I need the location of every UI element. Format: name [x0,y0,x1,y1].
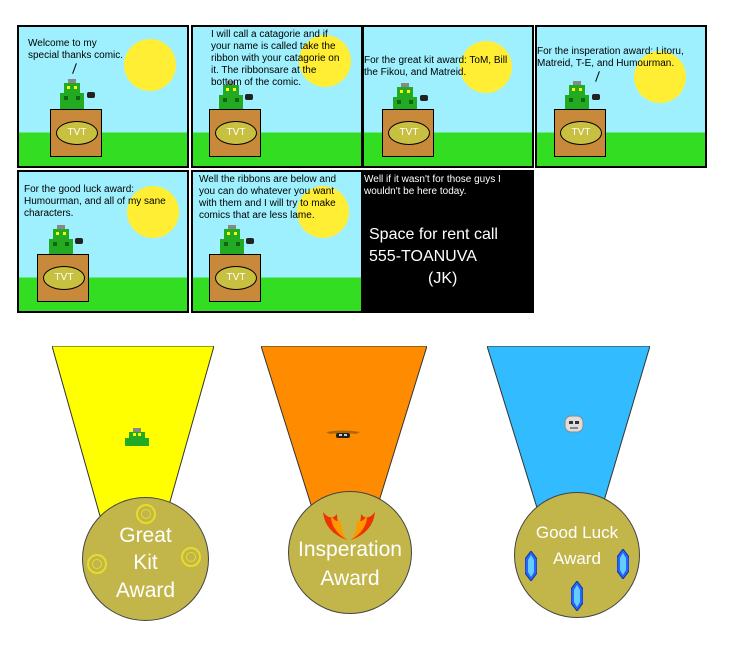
microphone-icon [75,238,83,244]
gem-icon [617,549,629,579]
podium: TVT [50,109,102,157]
comic-strip: Welcome to my special thanks comic. TVT … [17,25,711,315]
comic-panel-2: I will call a catagorie and if your name… [191,25,363,168]
award-ribbon-2 [261,346,427,511]
award-line-1: Insperation [298,538,402,561]
comic-panel-4: For the insperation award: Litoru, Matre… [535,25,707,168]
microphone-icon [592,94,600,100]
podium: TVT [554,109,606,157]
award-medal-1: Great Kit Award [82,497,209,621]
panel-text: For the insperation award: Litoru, Matre… [537,46,684,69]
microphone-icon [87,92,95,98]
panel-text: Well the ribbons are below and you can d… [199,174,337,221]
podium-label: TVT [215,266,257,290]
award-line-2: Award [553,549,601,568]
microphone-icon [245,94,253,100]
ribbon-shape [261,346,427,511]
panel-text: Well if it wasn't for those guys I would… [364,174,501,197]
ring-icon [87,554,107,574]
sun [634,51,686,103]
character-icon [125,428,149,446]
podium-label: TVT [43,266,85,290]
podium: TVT [209,109,261,157]
flame-icon [323,512,375,540]
panel-text: For the great kit award: ToM, Bill the F… [364,55,508,78]
award-medal-2: Insperation Award [288,491,412,614]
award-medal-3: Good Luck Award [514,492,640,618]
ring-icon [181,547,201,567]
speech-tail [595,71,600,82]
comic-panel-6: Well the ribbons are below and you can d… [191,170,363,313]
podium: TVT [209,254,261,302]
microphone-icon [420,95,428,101]
gem-icon [525,551,537,581]
character-icon [218,225,246,255]
ad-line-2: 555-TOANUVA [369,248,477,265]
award-line-1: Great [119,524,172,547]
character-icon [58,79,86,109]
sun [124,39,176,91]
sun [297,186,349,238]
ring-icon [136,504,156,524]
microphone-icon [246,238,254,244]
panel-text: Welcome to my special thanks comic. [28,38,124,61]
sun [127,186,179,238]
podium-label: TVT [560,121,602,145]
character-icon [563,81,591,111]
podium: TVT [37,254,89,302]
award-line-2: Kit [133,551,158,574]
comic-panel-5: For the good luck award: Humourman, and … [17,170,189,313]
podium-label: TVT [388,121,430,145]
award-line-2: Award [320,567,380,590]
ad-line-3: (JK) [428,270,458,287]
podium: TVT [382,109,434,157]
gem-icon [571,581,583,611]
podium-label: TVT [56,121,98,145]
character-icon [217,81,245,111]
award-line-3: Award [115,579,176,602]
panel-text: I will call a catagorie and if your name… [211,29,340,88]
speech-tail [72,63,77,74]
podium-label: TVT [215,121,257,145]
comic-panel-3: For the great kit award: ToM, Bill the F… [362,25,534,168]
sun [460,41,512,93]
ad-line-1: Space for rent call [369,226,498,243]
comic-panel-7: Well if it wasn't for those guys I would… [362,170,534,313]
mask-icon [326,430,360,438]
comic-panel-1: Welcome to my special thanks comic. TVT [17,25,189,168]
mask-icon [564,415,584,433]
sun [299,35,351,87]
character-icon [47,225,75,255]
award-line-1: Good Luck [535,523,619,542]
panel-text: For the good luck award: Humourman, and … [24,184,166,219]
